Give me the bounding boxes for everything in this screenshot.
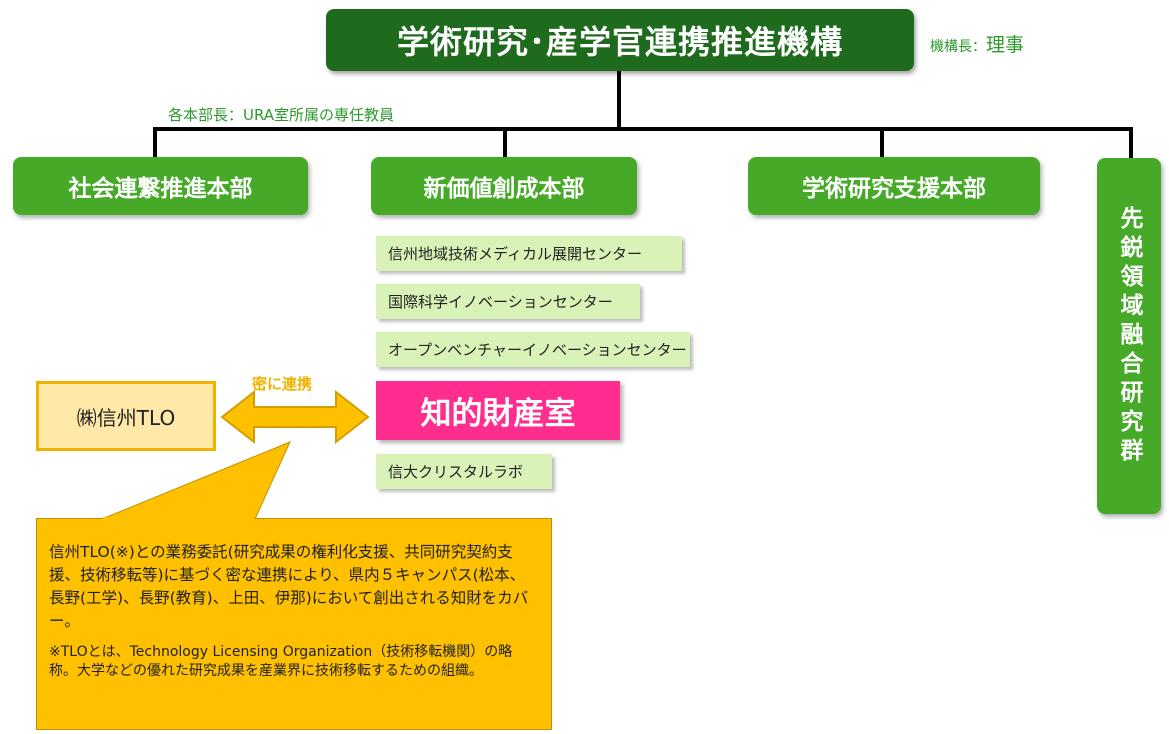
organization-head-title: 理事: [986, 34, 1025, 56]
center-open-venture-innovation: オープンベンチャーイノベーションセンター: [376, 332, 690, 367]
organization-title: 学術研究･産学官連携推進機構: [326, 9, 914, 71]
ip-office: 知的財産室: [376, 381, 620, 440]
connector-dept4: [1129, 127, 1133, 159]
tlo-box: ㈱信州TLO: [36, 381, 216, 451]
connector-top-vertical: [617, 71, 621, 130]
double-arrow-icon: [220, 389, 370, 445]
callout-joint: [103, 517, 254, 520]
department-new-value-creation: 新価値創成本部: [371, 157, 637, 215]
callout-note-text: ※TLOとは、Technology Licensing Organization…: [49, 644, 513, 679]
connector-dept1: [153, 127, 157, 157]
callout-box: 信州TLO(※)との業務委託(研究成果の権利化支援、共同研究契約支援、技術移転等…: [36, 518, 552, 730]
center-medical-technology: 信州地域技術メディカル展開センター: [376, 236, 682, 271]
connector-horizontal: [153, 127, 1133, 131]
connector-dept2: [503, 127, 507, 157]
center-international-innovation: 国際科学イノベーションセンター: [376, 284, 640, 319]
collaboration-label: 密に連携: [252, 375, 313, 393]
callout-main-text: 信州TLO(※)との業務委託(研究成果の権利化支援、共同研究契約支援、技術移転等…: [49, 543, 529, 630]
department-frontier-research-cluster: 先鋭領域融合研究群: [1097, 158, 1161, 514]
connector-dept3: [880, 127, 884, 157]
organization-head-note: 機構長：理事: [930, 30, 1024, 57]
organization-head-prefix: 機構長：: [930, 39, 986, 55]
department-academic-research-support: 学術研究支援本部: [748, 157, 1040, 215]
department-heads-note: 各本部長：URA室所属の専任教員: [168, 106, 395, 124]
department-social-collaboration: 社会連繋推進本部: [13, 157, 308, 215]
crystal-lab: 信大クリスタルラボ: [376, 454, 552, 489]
